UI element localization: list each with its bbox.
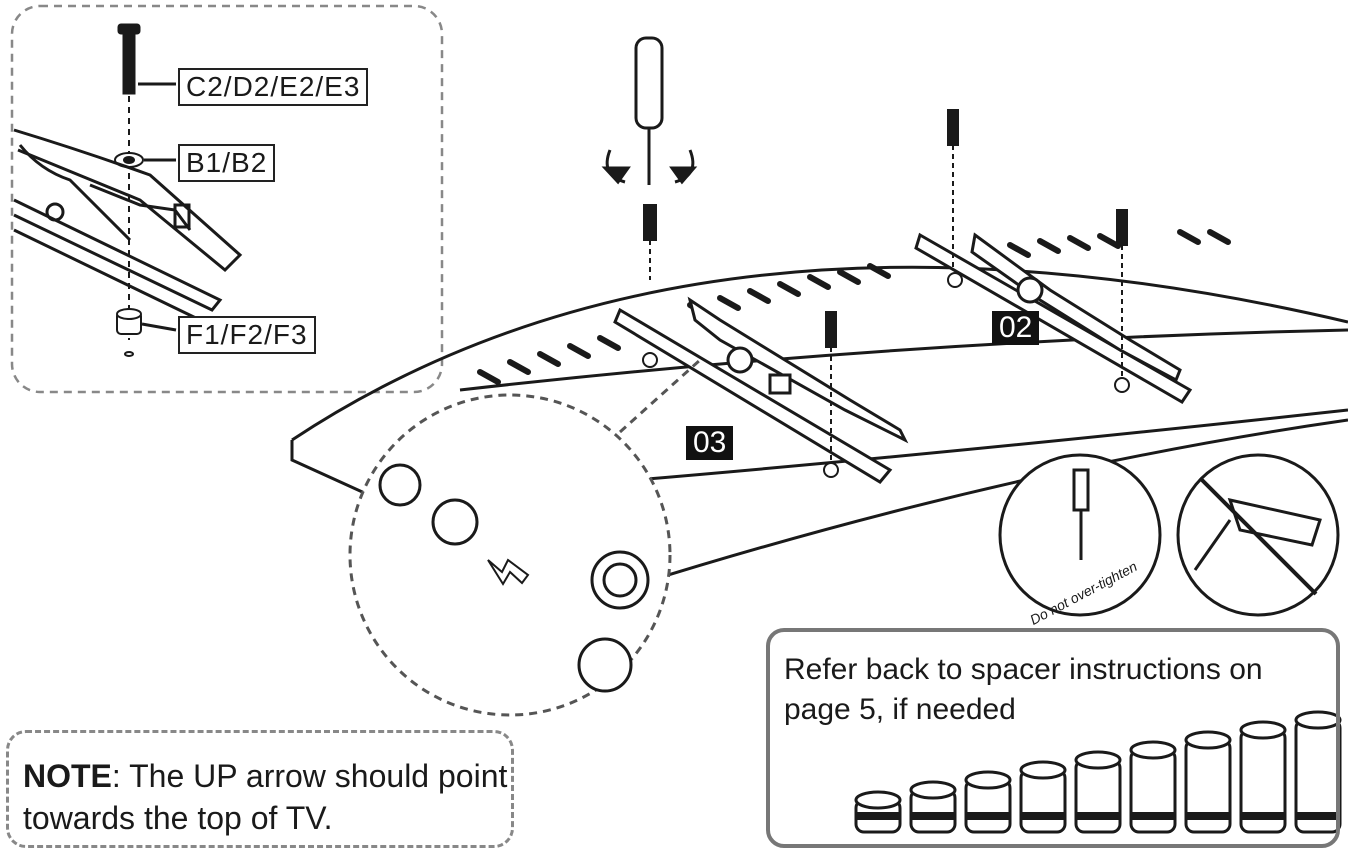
magnified-detail [348,358,702,717]
caution-hand-tighten-icon [998,453,1162,617]
step-tag-03: 03 [686,426,734,460]
screw-part-label: C2/D2/E2/E3 [178,68,369,106]
spacer-icon [964,770,1012,834]
spacer-icon [1239,720,1287,834]
spacer-icon [854,790,902,834]
detail-inset-frame [10,4,444,394]
step-tag-02: 02 [992,311,1040,345]
washer-part-label: B1/B2 [178,144,276,182]
inset-screw-icon [117,23,176,340]
note-box: NOTE: The UP arrow should point towards … [6,730,514,848]
spacer-icon [1074,750,1122,834]
left-bracket-icon [613,296,909,484]
spacer-icon [909,780,957,834]
panel-screws [642,109,1130,478]
spacer-reference-text: Refer back to spacer instructions on pag… [784,653,1263,726]
note-prefix: NOTE [23,758,112,794]
note-text: : The UP arrow should point towards the … [23,758,508,836]
spacer-part-label: F1/F2/F3 [178,316,316,354]
inset-bracket-icon [13,128,243,322]
spacer-icon [1184,730,1232,834]
screwdriver-icon [601,36,698,185]
right-bracket-icon [914,232,1193,405]
caution-no-drill-icon [1176,453,1340,617]
inset-spacer-icon [116,308,177,357]
tv-vents [477,229,1231,385]
spacer-reference-box: Refer back to spacer instructions on pag… [766,628,1340,848]
spacer-icon [1294,710,1342,834]
spacer-icon [1019,760,1067,834]
spacer-row [854,710,1342,834]
spacer-icon [1129,740,1177,834]
